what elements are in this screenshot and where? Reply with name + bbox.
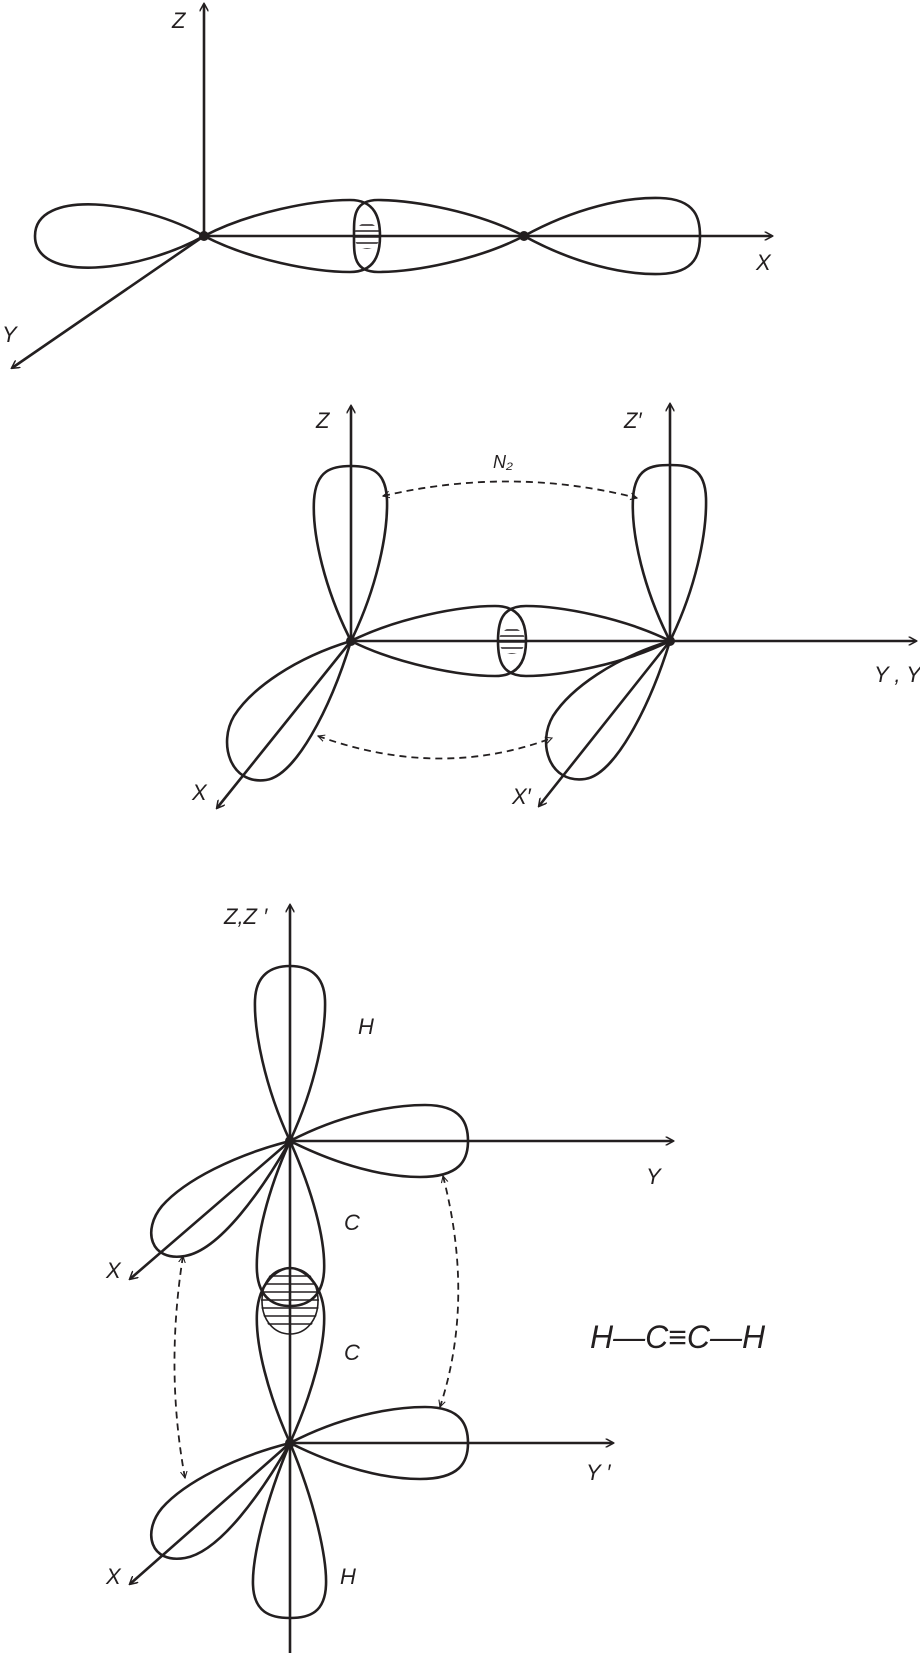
x-axis-bottom — [130, 1442, 291, 1584]
h-lobe-bottom — [251, 1439, 328, 1620]
y-axis — [12, 234, 205, 368]
label-x-bottom: X — [105, 1564, 122, 1589]
p-orbital-lobe — [521, 196, 702, 276]
atom-label-c: C — [344, 1340, 360, 1365]
overlap-region — [261, 1267, 319, 1335]
label-x: X — [191, 780, 208, 805]
px-lobe — [225, 639, 353, 782]
label-x-top: X — [105, 1258, 122, 1283]
pz-lobe — [631, 463, 708, 644]
p-orbital-lobe — [201, 198, 382, 274]
nucleus-dot — [665, 636, 675, 646]
diagram-acetylene-bonding: Z,Z ′ Y Y ′ X X H C C H H—C≡C—H — [105, 904, 766, 1653]
h-lobe-top — [253, 964, 327, 1145]
c-lobe-top — [255, 1137, 326, 1308]
nucleus-dot — [199, 231, 209, 241]
py-lobe-bottom — [287, 1405, 470, 1481]
molecule-label-n2: N₂ — [493, 452, 513, 472]
atom-label-c: C — [344, 1210, 360, 1235]
x-axis-top — [130, 1140, 291, 1279]
atom-label-h: H — [340, 1564, 356, 1589]
label-x-prime: X′ — [511, 784, 532, 809]
px-lobe-top — [150, 1138, 293, 1259]
acetylene-formula: H—C≡C—H — [590, 1319, 766, 1355]
label-y: Y — [646, 1164, 662, 1189]
p-orbital-lobe — [352, 198, 527, 274]
px-lobe — [544, 639, 672, 781]
pi-interaction-arc — [383, 480, 637, 498]
py-lobe — [496, 604, 673, 678]
py-lobe-top — [287, 1103, 470, 1179]
pi-interaction-arc — [440, 1176, 460, 1407]
x-prime-axis — [539, 640, 672, 806]
pz-lobe — [312, 464, 389, 644]
label-y-prime: Y ′ — [586, 1460, 611, 1485]
atom-label-h: H — [358, 1014, 374, 1039]
label-z-prime: Z′ — [623, 408, 642, 433]
label-z: Z — [171, 8, 187, 33]
nucleus-dot — [285, 1438, 295, 1448]
x-axis — [217, 640, 353, 808]
py-lobe — [348, 604, 528, 678]
px-lobe-bottom — [150, 1440, 293, 1561]
label-y-y-prime: Y , Y′ — [874, 662, 920, 687]
p-orbital-lobe — [33, 203, 207, 269]
label-z-z-prime: Z,Z ′ — [223, 904, 268, 929]
label-y: Y — [2, 322, 18, 347]
label-z: Z — [315, 408, 331, 433]
nucleus-dot — [346, 636, 356, 646]
diagram-n2-bonding: Z Z′ N₂ Y , Y′ X X′ — [191, 404, 920, 809]
nucleus-dot — [285, 1136, 295, 1146]
pi-interaction-arc — [173, 1256, 185, 1478]
overlap-hatch — [354, 224, 380, 249]
pi-interaction-arc — [318, 736, 552, 760]
label-x: X — [755, 250, 772, 275]
nucleus-dot — [519, 231, 529, 241]
diagram-sigma-p-p: Z X Y — [2, 4, 772, 368]
